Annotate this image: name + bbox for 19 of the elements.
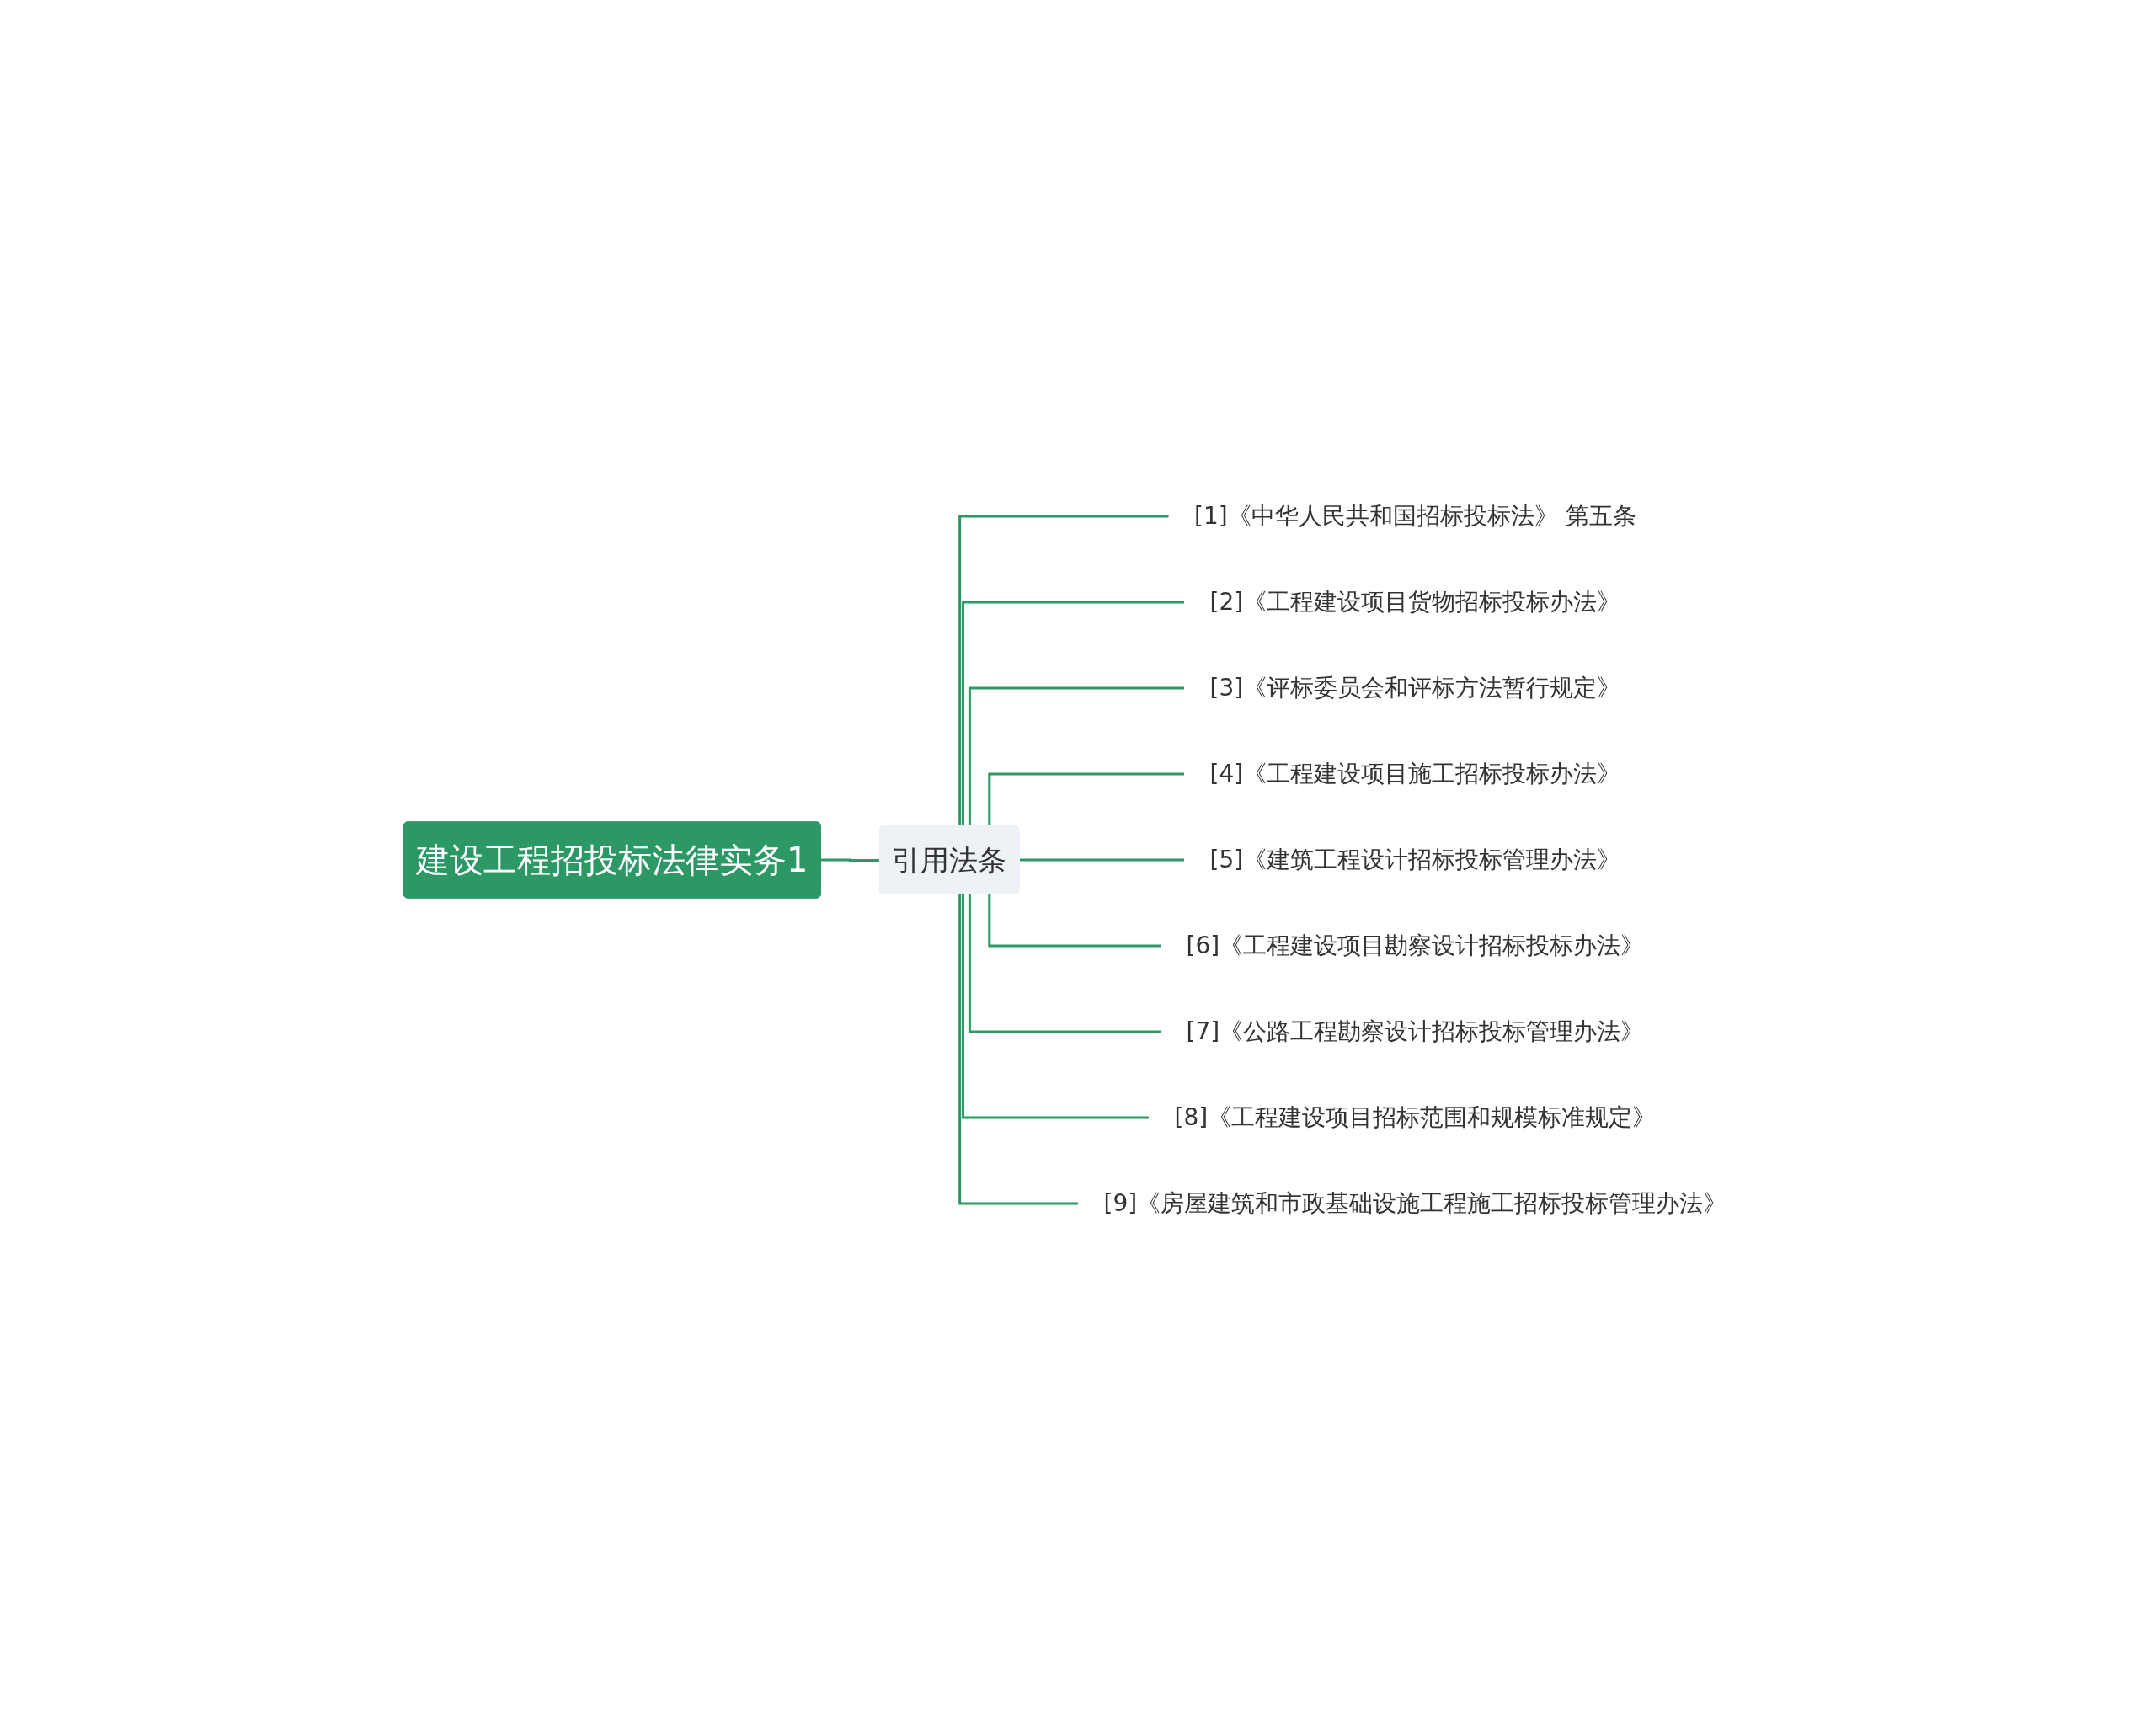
connector	[969, 686, 1185, 826]
connector	[962, 601, 1185, 826]
node-text: [3]《评标委员会和评标方法暂行规定》	[1209, 673, 1621, 702]
connector	[819, 858, 881, 862]
node-text: [2]《工程建设项目货物招标投标办法》	[1209, 587, 1621, 616]
connector	[958, 515, 1170, 826]
node-text: [9]《房屋建筑和市政基础设施工程施工招标投标管理办法》	[1103, 1188, 1727, 1217]
connector	[969, 894, 1161, 1033]
node-text: [7]《公路工程勘察设计招标投标管理办法》	[1186, 1017, 1645, 1045]
node-text: [4]《工程建设项目施工招标投标办法》	[1209, 759, 1621, 787]
node-text: [8]《工程建设项目招标范围和规模标准规定》	[1174, 1102, 1657, 1131]
connector	[988, 894, 1161, 947]
connector	[962, 894, 1150, 1118]
connector	[958, 894, 1079, 1204]
node-text: [6]《工程建设项目勘察设计招标投标办法》	[1186, 931, 1645, 959]
connector	[988, 772, 1185, 826]
node-text: [1]《中华人民共和国招标投标法》 第五条	[1194, 501, 1637, 530]
connector	[1018, 858, 1185, 862]
node-text: [5]《建筑工程设计招标投标管理办法》	[1209, 845, 1621, 873]
